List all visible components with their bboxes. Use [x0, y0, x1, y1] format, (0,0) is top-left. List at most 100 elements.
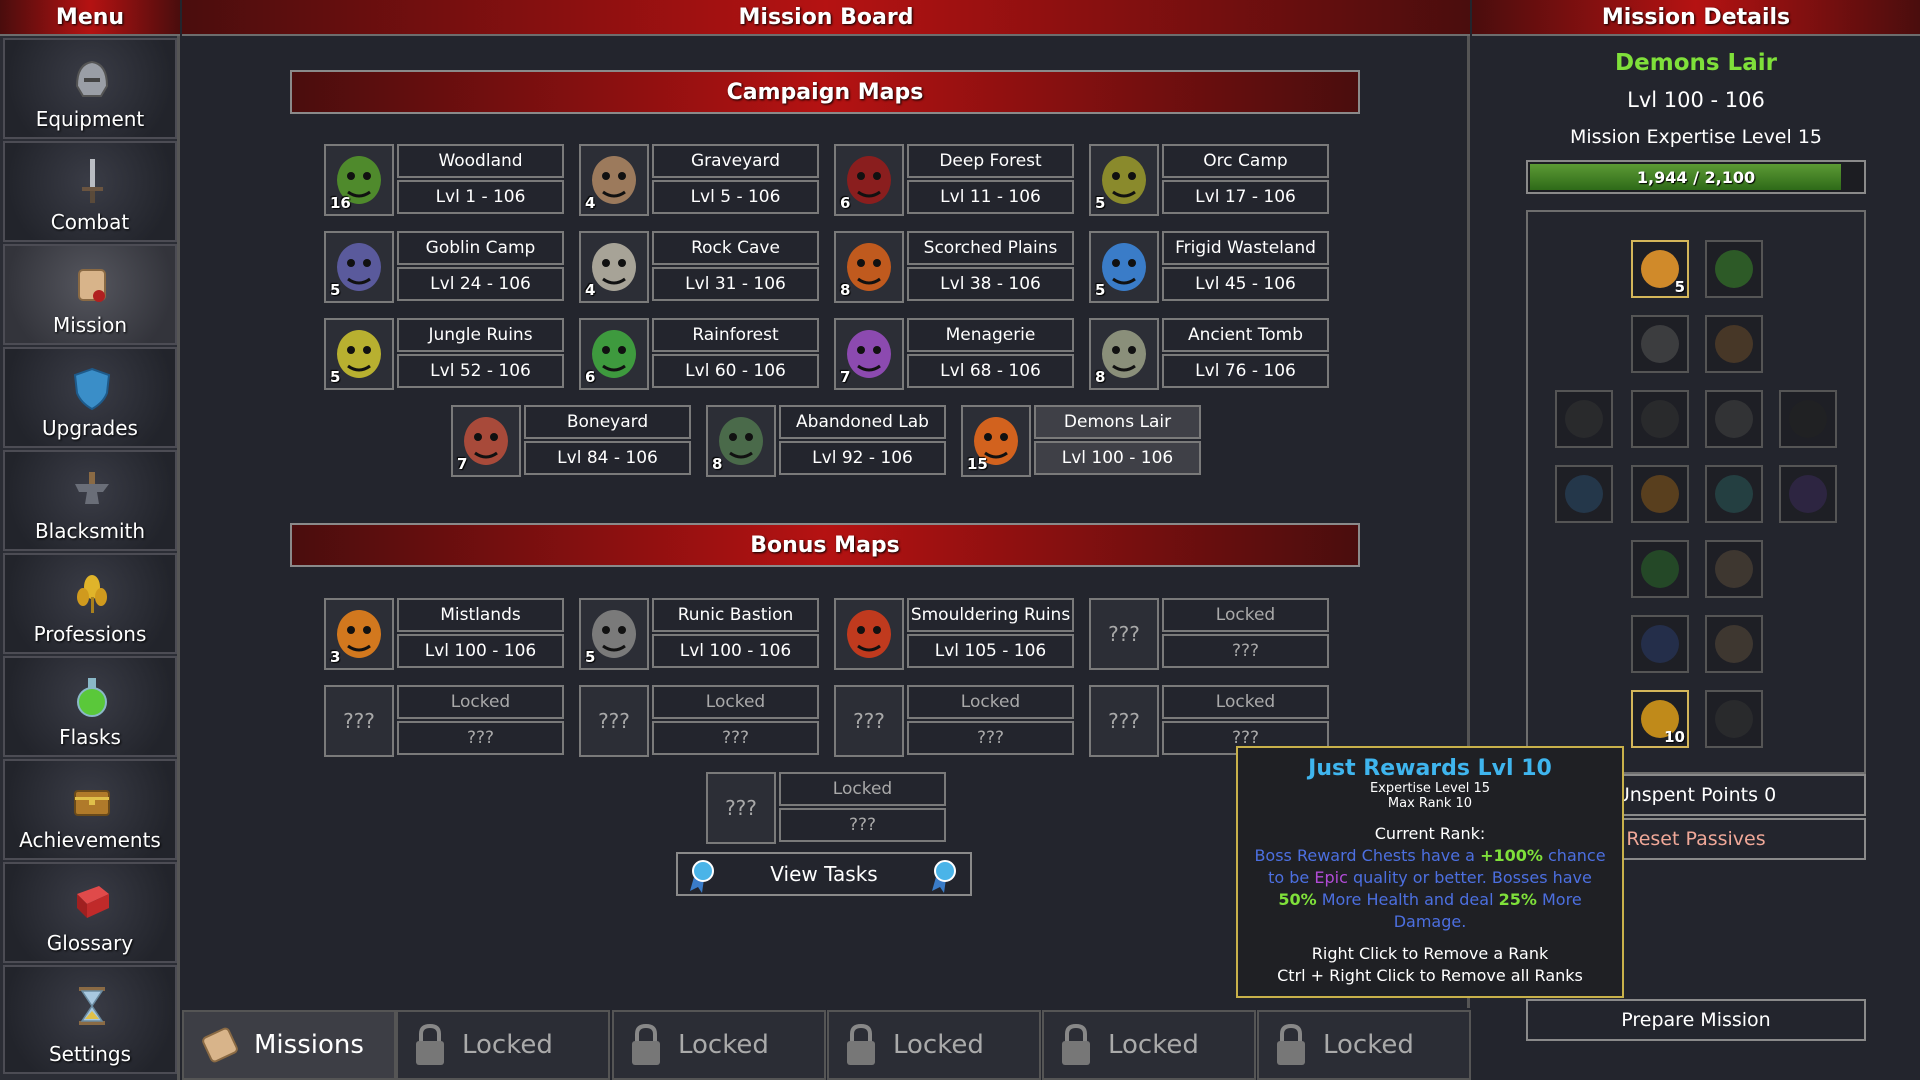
sword-icon — [67, 157, 117, 207]
tab-label: Missions — [254, 1030, 364, 1060]
sidebar-item-achievements[interactable]: Achievements — [3, 759, 177, 860]
map-name: Demons Lair — [1034, 405, 1201, 439]
passive-tree: 5 10 — [1526, 210, 1866, 774]
map-level-range: Lvl 100 - 106 — [652, 634, 819, 668]
tab-locked-2[interactable]: Locked — [612, 1010, 826, 1080]
passive-slot[interactable] — [1631, 390, 1689, 448]
passive-slot[interactable] — [1705, 540, 1763, 598]
passive-slot[interactable] — [1705, 465, 1763, 523]
sidebar-item-label: Mission — [52, 313, 128, 337]
monster-portrait-icon: 6 — [834, 144, 904, 216]
unknown-map-icon: ??? — [1089, 685, 1159, 757]
sidebar-item-mission[interactable]: Mission — [3, 244, 177, 345]
tab-locked-4[interactable]: Locked — [1042, 1010, 1256, 1080]
passive-slot[interactable] — [1705, 315, 1763, 373]
passive-slot[interactable]: 10 — [1631, 690, 1689, 748]
tab-missions[interactable]: Missions — [182, 1010, 396, 1080]
sidebar-item-equipment[interactable]: Equipment — [3, 38, 177, 139]
sidebar-item-blacksmith[interactable]: Blacksmith — [3, 450, 177, 551]
passive-rank-count: 10 — [1664, 728, 1685, 746]
tab-locked-1[interactable]: Locked — [396, 1010, 610, 1080]
map-name: Locked — [907, 685, 1074, 719]
sidebar-item-upgrades[interactable]: Upgrades — [3, 347, 177, 448]
sidebar-item-professions[interactable]: Professions — [3, 553, 177, 654]
desc-part: More Health and deal — [1316, 890, 1499, 909]
map-name: Boneyard — [524, 405, 691, 439]
map-rank: 6 — [840, 194, 851, 212]
monster-portrait-icon: 4 — [579, 144, 649, 216]
locked-map-card[interactable]: ???Locked??? — [1089, 598, 1329, 670]
reset-passives-label: Reset Passives — [1626, 828, 1766, 850]
unspent-points-label: Unspent Points 0 — [1615, 784, 1777, 806]
anvil-icon — [67, 466, 117, 516]
map-level-range: ??? — [397, 721, 564, 755]
unknown-placeholder: ??? — [598, 709, 630, 733]
locked-map-card[interactable]: ???Locked??? — [579, 685, 819, 757]
passive-slot[interactable] — [1555, 390, 1613, 448]
locked-map-card[interactable]: ???Locked??? — [834, 685, 1074, 757]
passive-slot[interactable]: 5 — [1631, 240, 1689, 298]
map-rank: 8 — [1095, 368, 1106, 386]
passive-slot[interactable] — [1705, 390, 1763, 448]
passive-slot[interactable] — [1705, 615, 1763, 673]
tab-locked-5[interactable]: Locked — [1257, 1010, 1471, 1080]
sidebar-item-label: Flasks — [59, 725, 121, 749]
menu-header: Menu — [0, 0, 180, 36]
map-level-range: Lvl 17 - 106 — [1162, 180, 1329, 214]
map-rank: 5 — [330, 368, 341, 386]
passive-slot[interactable] — [1779, 390, 1837, 448]
sidebar-item-settings[interactable]: Settings — [3, 965, 177, 1074]
passive-slot[interactable] — [1631, 615, 1689, 673]
locked-map-card[interactable]: ???Locked??? — [324, 685, 564, 757]
tooltip-max-rank: Max Rank 10 — [1387, 796, 1473, 811]
unknown-map-icon: ??? — [324, 685, 394, 757]
passive-slot[interactable] — [1631, 465, 1689, 523]
monster-portrait-icon: 16 — [324, 144, 394, 216]
tab-locked-3[interactable]: Locked — [827, 1010, 1041, 1080]
desc-highlight: 25% — [1498, 890, 1537, 909]
passive-slot[interactable] — [1631, 315, 1689, 373]
map-name: Locked — [652, 685, 819, 719]
sidebar-item-combat[interactable]: Combat — [3, 141, 177, 242]
passive-slot[interactable] — [1705, 690, 1763, 748]
passive-slot[interactable] — [1555, 465, 1613, 523]
map-rank: 8 — [840, 281, 851, 299]
sidebar-item-glossary[interactable]: Glossary — [3, 862, 177, 963]
leaf-icon — [1633, 542, 1687, 596]
sidebar-item-label: Blacksmith — [34, 519, 146, 543]
view-tasks-button[interactable]: View Tasks — [676, 852, 972, 896]
locked-map-card[interactable]: ???Locked??? — [706, 772, 946, 844]
map-name: Smouldering Ruins — [907, 598, 1074, 632]
passive-slot[interactable] — [1631, 540, 1689, 598]
map-name: Rock Cave — [652, 231, 819, 265]
passive-slot[interactable] — [1705, 240, 1763, 298]
map-name: Locked — [397, 685, 564, 719]
sidebar-item-flasks[interactable]: Flasks — [3, 656, 177, 757]
prepare-mission-button[interactable]: Prepare Mission — [1526, 999, 1866, 1041]
expertise-progress-text: 1,944 / 2,100 — [1636, 167, 1756, 187]
monster-portrait-icon: 3 — [324, 598, 394, 670]
unknown-placeholder: ??? — [1108, 709, 1140, 733]
map-level-range: Lvl 105 - 106 — [907, 634, 1074, 668]
passive-slot[interactable] — [1779, 465, 1837, 523]
map-level-range: Lvl 84 - 106 — [524, 441, 691, 475]
tab-label: Locked — [1323, 1030, 1414, 1060]
